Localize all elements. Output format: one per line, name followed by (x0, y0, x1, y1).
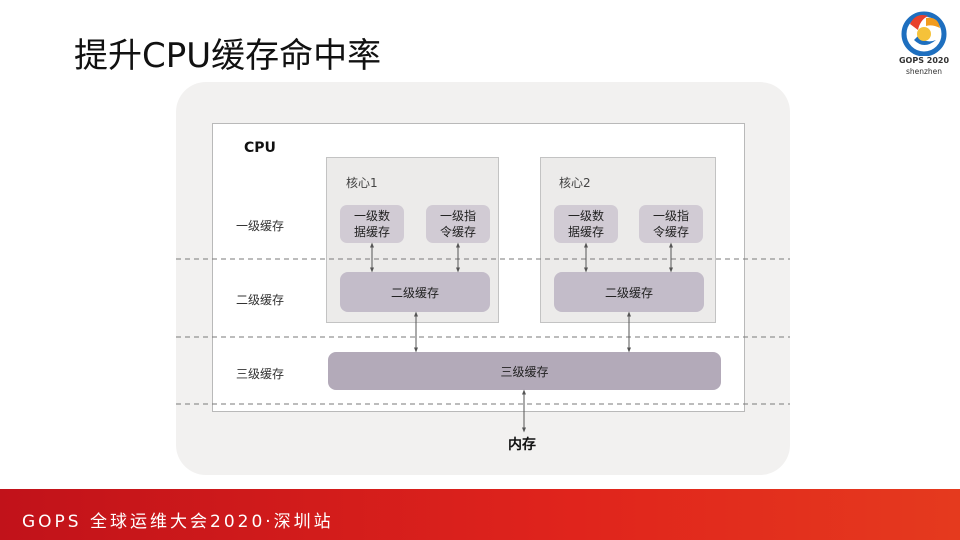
gops-logo-icon (901, 11, 947, 57)
l3-cache: 三级缓存 (328, 352, 721, 390)
core-1-l1-instruction-cache: 一级指 令缓存 (426, 205, 490, 243)
footer-bar (0, 489, 960, 540)
gops-logo: GOPS 2020 shenzhen (896, 10, 952, 80)
core-1-l2-cache: 二级缓存 (340, 272, 490, 312)
slide-title: 提升CPU缓存命中率 (74, 36, 382, 76)
core-2-l1-data-cache: 一级数 据缓存 (554, 205, 618, 243)
core-2-l2-cache: 二级缓存 (554, 272, 704, 312)
row-label-l1: 一级缓存 (236, 219, 285, 233)
logo-text-line2: shenzhen (905, 67, 943, 76)
core-2-l1-instruction-cache: 一级指 令缓存 (639, 205, 703, 243)
core-1-l1-data-cache: 一级数 据缓存 (340, 205, 404, 243)
logo-text-line1: GOPS 2020 (898, 56, 950, 65)
core-1-label: 核心1 (346, 176, 378, 190)
memory-label: 内存 (508, 437, 536, 453)
cpu-label: CPU (244, 140, 276, 156)
core-2-label: 核心2 (559, 176, 591, 190)
row-label-l2: 二级缓存 (236, 293, 285, 307)
row-label-l3: 三级缓存 (236, 367, 285, 381)
footer-text: GOPS 全球运维大会2020·深圳站 (22, 512, 334, 532)
